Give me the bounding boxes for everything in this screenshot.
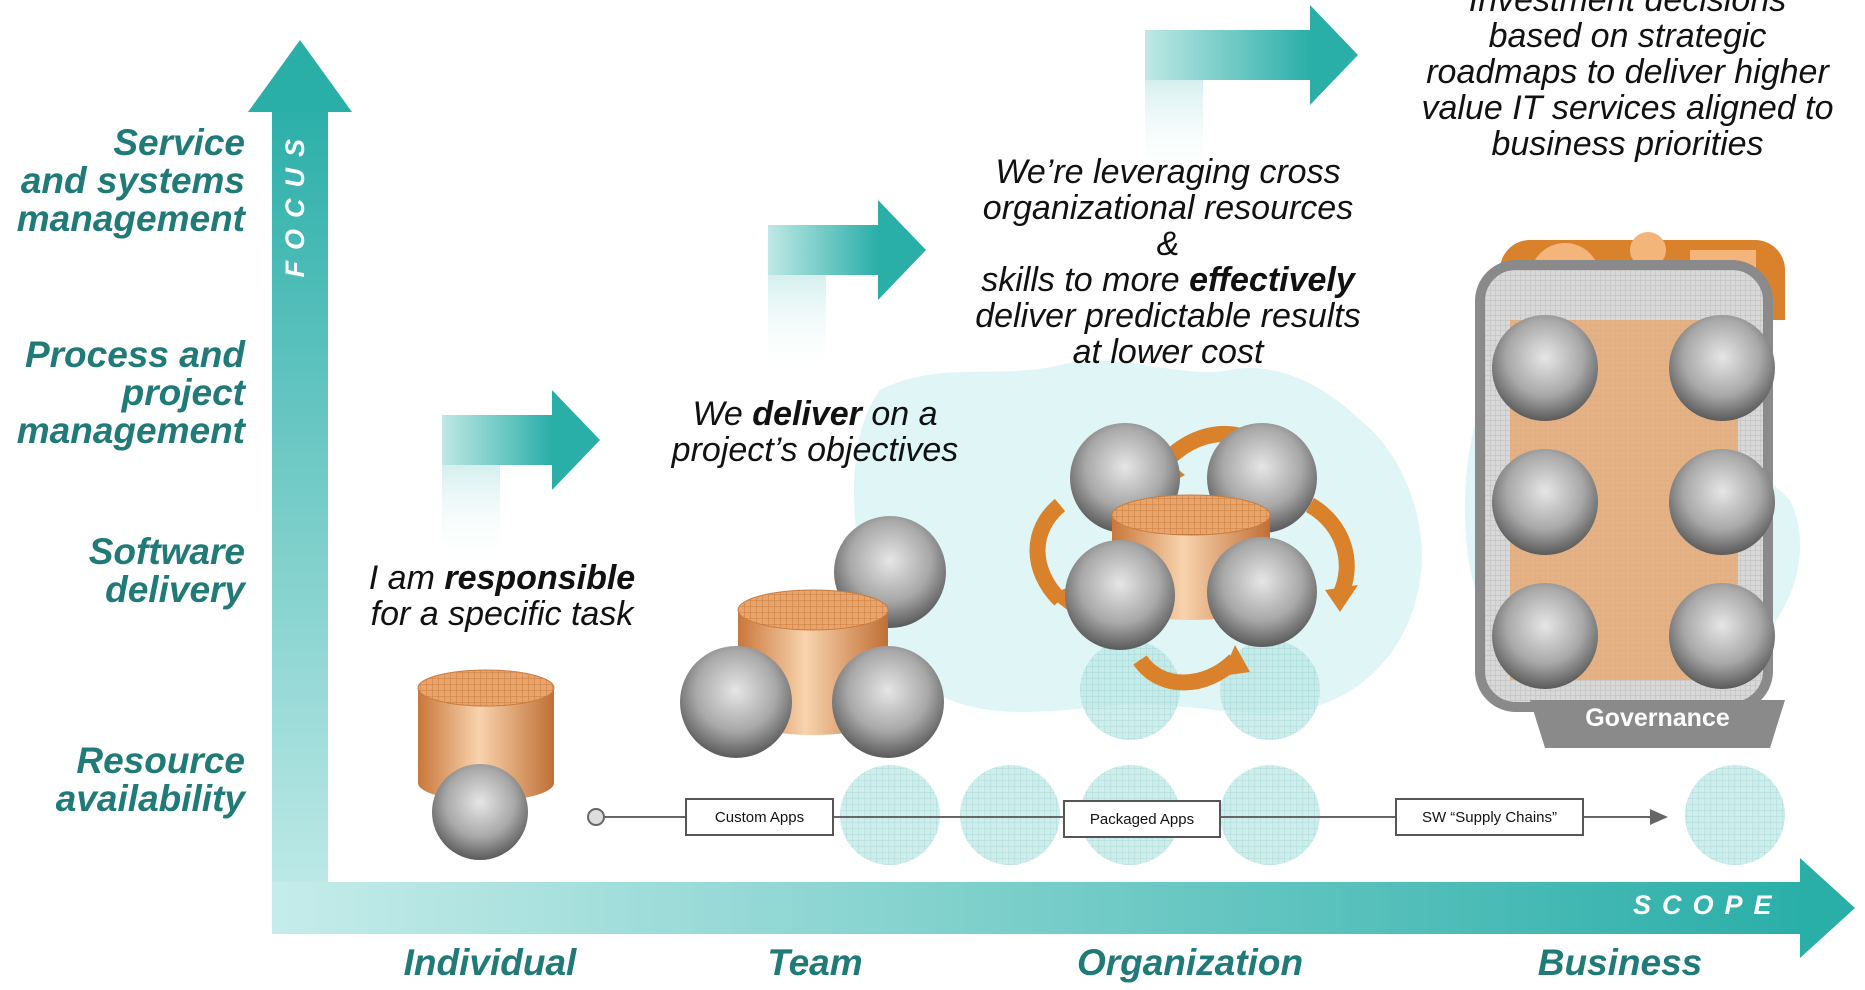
person-avatar bbox=[1669, 315, 1775, 421]
team-group bbox=[680, 516, 946, 758]
timeline-box-packaged-apps: Packaged Apps bbox=[1063, 800, 1221, 838]
step-arrow-individual bbox=[442, 390, 600, 565]
step-arrow-organization bbox=[1145, 5, 1358, 180]
focus-level-process: Process and project management bbox=[16, 334, 245, 451]
focus-axis-label: FOCUS bbox=[280, 128, 310, 278]
scope-level-individual: Individual bbox=[403, 942, 577, 983]
person-avatar bbox=[1669, 449, 1775, 555]
statement-organization: We’re leveraging cross organizational re… bbox=[975, 153, 1361, 371]
focus-level-software: Software delivery bbox=[88, 531, 245, 610]
resource-circles bbox=[840, 640, 1785, 865]
timeline-box-custom-apps: Custom Apps bbox=[685, 798, 834, 836]
person-avatar bbox=[1492, 449, 1598, 555]
person-avatar bbox=[432, 764, 528, 860]
statement-business: Investment decisions based on strategic … bbox=[1421, 0, 1834, 163]
scope-axis bbox=[272, 858, 1855, 958]
statement-team: We deliver on a project’s objectives bbox=[671, 395, 959, 469]
scope-level-team: Team bbox=[767, 942, 863, 983]
scope-level-organization: Organization bbox=[1076, 942, 1304, 983]
scope-axis-label: SCOPE bbox=[1633, 890, 1783, 920]
governance-label: Governance bbox=[1585, 704, 1730, 732]
person-avatar bbox=[1669, 583, 1775, 689]
person-avatar bbox=[1492, 583, 1598, 689]
person-avatar bbox=[1492, 315, 1598, 421]
governance-panel bbox=[1475, 232, 1785, 748]
individual-group bbox=[417, 669, 555, 860]
person-avatar bbox=[1207, 537, 1317, 647]
scope-level-business: Business bbox=[1537, 942, 1703, 983]
timeline-arrowhead bbox=[1650, 809, 1668, 825]
person-avatar bbox=[1065, 540, 1175, 650]
organization-group bbox=[1029, 423, 1358, 691]
dial-icon bbox=[1630, 232, 1666, 268]
focus-axis bbox=[248, 40, 352, 930]
focus-level-resource: Resource availability bbox=[55, 740, 245, 819]
timeline-box-supply-chains: SW “Supply Chains” bbox=[1395, 798, 1584, 836]
step-arrow-team bbox=[768, 200, 926, 375]
timeline-start-node bbox=[587, 808, 605, 826]
statement-individual: I am responsible for a specific task bbox=[368, 559, 636, 633]
focus-level-service: Service and systems management bbox=[16, 122, 245, 239]
person-avatar bbox=[680, 646, 792, 758]
person-avatar bbox=[832, 646, 944, 758]
